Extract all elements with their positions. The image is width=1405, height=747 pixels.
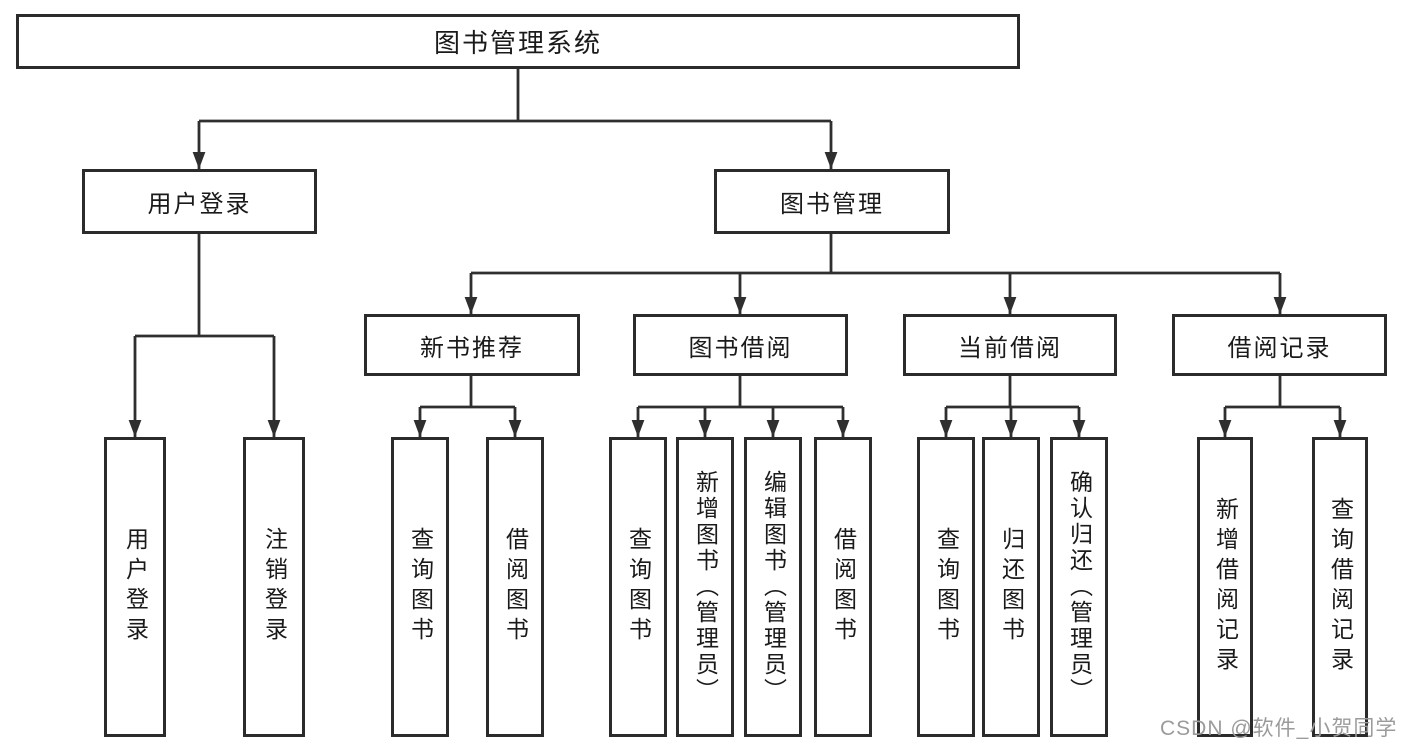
leaf-label: 归还图书 [998, 527, 1025, 647]
leaf-label: 借阅图书 [502, 527, 529, 647]
leaf-label: 注销登录 [261, 527, 288, 647]
leaf-add-borrow-record: 新增借阅记录 [1197, 437, 1253, 737]
leaf-label: 新增图书（管理员） [692, 470, 719, 704]
leaf-borrow-query-book: 查询图书 [609, 437, 667, 737]
leaf-label: 查询图书 [625, 527, 652, 647]
leaf-label: 查询图书 [933, 527, 960, 647]
leaf-label: 借阅图书 [830, 527, 857, 647]
node-user-login: 用户登录 [82, 169, 317, 234]
node-book-management: 图书管理 [714, 169, 950, 234]
leaf-recommend-borrow-book: 借阅图书 [486, 437, 544, 737]
leaf-recommend-query-book: 查询图书 [391, 437, 449, 737]
leaf-edit-book-admin: 编辑图书（管理员） [744, 437, 802, 737]
leaf-borrow-borrow-book: 借阅图书 [814, 437, 872, 737]
leaf-current-query-book: 查询图书 [917, 437, 975, 737]
csdn-watermark: CSDN @软件_小贺同学 [1160, 717, 1398, 740]
leaf-query-borrow-record: 查询借阅记录 [1312, 437, 1368, 737]
node-book-borrow: 图书借阅 [633, 314, 848, 376]
leaf-label: 编辑图书（管理员） [760, 470, 787, 704]
leaf-label: 用户登录 [122, 527, 149, 647]
leaf-label: 确认归还（管理员） [1066, 470, 1093, 704]
node-new-book-recommend: 新书推荐 [364, 314, 580, 376]
leaf-user-login: 用户登录 [104, 437, 166, 737]
node-borrow-records: 借阅记录 [1172, 314, 1387, 376]
leaf-label: 查询借阅记录 [1327, 497, 1354, 677]
leaf-confirm-return-admin: 确认归还（管理员） [1050, 437, 1108, 737]
leaf-return-book: 归还图书 [982, 437, 1040, 737]
node-current-borrow: 当前借阅 [903, 314, 1117, 376]
node-library-management-system: 图书管理系统 [16, 14, 1020, 69]
leaf-add-book-admin: 新增图书（管理员） [676, 437, 734, 737]
leaf-label: 新增借阅记录 [1212, 497, 1239, 677]
leaf-logout-login: 注销登录 [243, 437, 305, 737]
leaf-label: 查询图书 [407, 527, 434, 647]
